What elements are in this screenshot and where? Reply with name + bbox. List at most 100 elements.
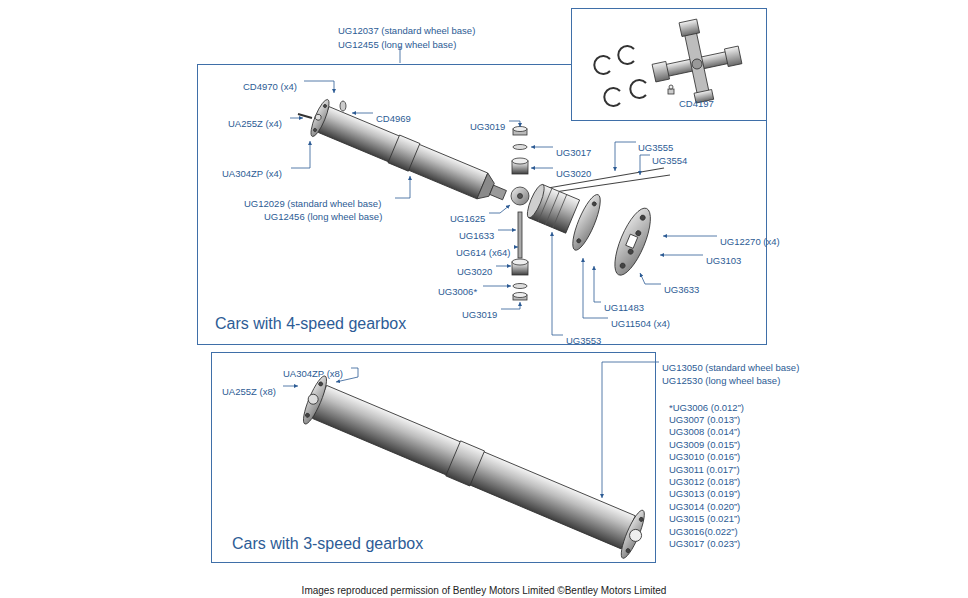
part-number: UG3020: [556, 168, 591, 179]
label-anchor: *UG3006 (0.012”): [669, 397, 744, 415]
coupling: [576, 238, 581, 243]
circlip: [594, 46, 646, 106]
part-number: UG3555: [638, 142, 673, 153]
leader-line: [602, 362, 659, 498]
shim-size: UG3007 (0.013”): [669, 414, 740, 425]
part-number: UG12456 (long wheel base): [264, 211, 382, 222]
part-number: UG3633: [664, 284, 699, 295]
label-anchor: UG12455 (long wheel base): [338, 34, 456, 52]
leader-line: [552, 232, 563, 335]
leader-line: [615, 142, 636, 171]
spider-cross: [645, 12, 748, 111]
label-anchor: UG614 (x64): [456, 242, 510, 260]
label-anchor: UG11483: [604, 297, 644, 315]
grease-nipple: [669, 85, 673, 89]
part-number: UG12029 (standard wheel base): [244, 198, 381, 209]
part-number: UG3020: [457, 266, 492, 277]
propshaft-long: [639, 517, 644, 522]
leader-line: [594, 266, 601, 302]
label-anchor: UG3103: [706, 250, 741, 268]
circlip: [630, 80, 646, 98]
propshaft-long: [446, 441, 485, 486]
spider-cross: [724, 46, 741, 67]
label-anchor: UG1625: [450, 208, 485, 226]
tie-rod: [548, 168, 670, 193]
leader-line: [395, 176, 410, 198]
propshaft-long: [305, 413, 310, 418]
leader-line: [304, 81, 334, 93]
leader-line: [509, 121, 520, 127]
part-number: UG12037 (standard wheel base): [338, 25, 475, 36]
label-anchor: UG12037 (standard wheel base): [338, 20, 475, 38]
leader-line: [640, 273, 661, 284]
panel-heading: Cars with 3-speed gearbox: [232, 535, 423, 553]
shim-size: *UG3006 (0.012”): [669, 402, 744, 413]
coupling: [524, 183, 547, 220]
panel-heading: Cars with 4-speed gearbox: [215, 315, 406, 333]
propshaft-long: [628, 528, 644, 544]
label-anchor: UG3633: [664, 279, 699, 297]
propshaft-long: [307, 393, 320, 406]
propshaft-front: [308, 98, 513, 214]
part-number: UG3103: [706, 255, 741, 266]
part-number: CD4197: [679, 99, 714, 109]
shim-size: UG3011 (0.017”): [669, 464, 740, 475]
leader-line: [489, 205, 510, 213]
coupling: [538, 188, 567, 227]
circlip: [604, 88, 620, 106]
shim-size: UG3015 (0.021”): [669, 513, 740, 524]
spider-parts: [512, 158, 528, 164]
part-number: CD4970 (x4): [243, 81, 297, 92]
coupling: [608, 204, 658, 280]
propshaft-long: [298, 373, 651, 561]
propshaft-front: [323, 104, 327, 108]
shim-size: UG3016(0.022”): [669, 526, 738, 537]
grease-nipple: [668, 89, 674, 94]
inset-box: CD4197: [571, 8, 767, 121]
label-anchor: UA255Z (x4): [228, 113, 282, 131]
propshaft-front: [313, 128, 317, 132]
part-number: UG12530 (long wheel base): [662, 375, 780, 386]
spider-parts: [512, 259, 528, 265]
coupling: [592, 201, 597, 206]
shim-size: UG3009 (0.015”): [669, 439, 740, 450]
coupling: [626, 234, 638, 248]
shim-size: UG3014 (0.020”): [669, 501, 740, 512]
propshaft-long: [313, 385, 636, 549]
spider-cross: [684, 31, 709, 96]
leader-line: [663, 236, 717, 237]
label-anchor: UA304ZP (x8): [283, 363, 343, 381]
circlip: [618, 46, 634, 64]
propshaft-front: [314, 113, 322, 121]
coupling: [639, 214, 646, 221]
label-anchor: UA255Z (x8): [222, 381, 276, 399]
part-number: UA255Z (x8): [222, 386, 276, 397]
propshaft-front: [318, 107, 487, 199]
label-anchor: CD4969: [376, 108, 411, 126]
coupling: [619, 262, 626, 269]
spider-parts: [511, 127, 529, 301]
part-number: UG3019: [462, 309, 497, 320]
propshaft-front: [388, 135, 420, 171]
part-number: UG3554: [652, 155, 687, 166]
part-number: UA255Z (x4): [228, 118, 282, 129]
spider-parts: [513, 127, 527, 132]
label-anchor: UG3019: [462, 304, 497, 322]
bolt: [298, 101, 346, 118]
leader-line: [531, 147, 553, 148]
part-number: UG13050 (standard wheel base): [662, 362, 799, 373]
leader-line: [290, 118, 303, 119]
leader-line: [640, 155, 650, 175]
spider-parts: [518, 212, 522, 258]
part-number: UG3553: [566, 335, 601, 346]
spider-parts: [513, 145, 527, 150]
label-anchor: UG3555: [638, 137, 673, 155]
coupling: [627, 248, 634, 255]
coupling: [568, 192, 606, 254]
label-anchor: UG1633: [459, 225, 494, 243]
leader-line: [291, 141, 310, 168]
shim-size: UG3013 (0.019”): [669, 488, 740, 499]
gearbox-panel: Cars with 3-speed gearbox: [211, 352, 656, 563]
leader-line: [498, 230, 516, 231]
